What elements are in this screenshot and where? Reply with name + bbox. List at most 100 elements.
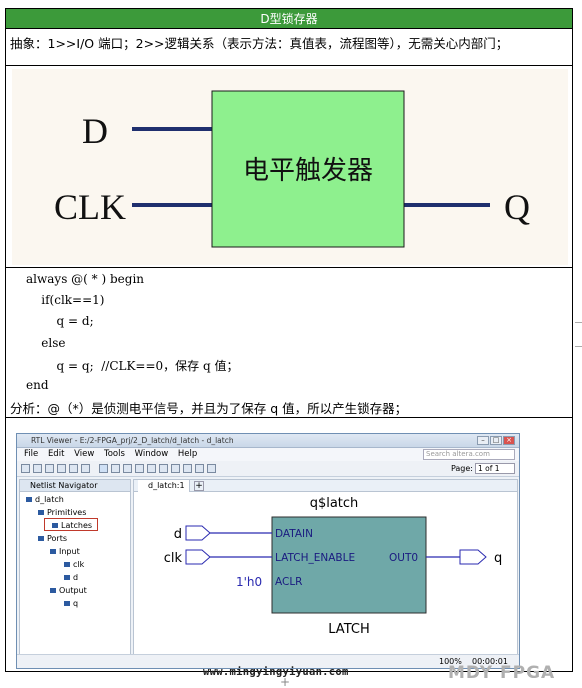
page-edge-mark bbox=[575, 322, 582, 323]
port-d-arrow[interactable] bbox=[185, 525, 211, 541]
pin-aclr: ACLR bbox=[275, 576, 302, 588]
forward-icon[interactable] bbox=[33, 464, 42, 473]
port-clk-arrow[interactable] bbox=[185, 549, 211, 565]
tree-output-q[interactable]: q bbox=[64, 599, 78, 608]
pan-icon[interactable] bbox=[123, 464, 132, 473]
block-label: 电平触发器 bbox=[243, 156, 373, 186]
pin-out0: OUT0 bbox=[389, 552, 418, 564]
add-tab-button[interactable]: + bbox=[194, 481, 204, 491]
tree-primitives[interactable]: Primitives bbox=[38, 508, 86, 517]
zoom-icon[interactable] bbox=[111, 464, 120, 473]
netlist-navigator-panel: Netlist Navigator d_latch Primitives Lat… bbox=[19, 479, 131, 655]
code-line: else bbox=[26, 336, 66, 350]
back-icon[interactable] bbox=[21, 464, 30, 473]
port-q-label: q bbox=[494, 551, 502, 566]
port-icon bbox=[64, 601, 70, 606]
tree-ports[interactable]: Ports bbox=[38, 534, 67, 543]
elapsed-time: 00:00:01 bbox=[472, 657, 508, 666]
menu-help[interactable]: Help bbox=[177, 449, 198, 459]
rtl-viewer-window: RTL Viewer - E:/2-FPGA_prj/2_D_latch/d_l… bbox=[16, 433, 520, 669]
folder-icon bbox=[26, 497, 32, 502]
close-button[interactable]: × bbox=[503, 436, 515, 445]
navigator-title: Netlist Navigator bbox=[20, 480, 130, 492]
page-label: Page: bbox=[450, 464, 473, 473]
analysis-text: 分析：@（*）是侦测电平信号，并且为了保存 q 值，所以产生锁存器； bbox=[10, 401, 408, 416]
rtl-window-title: RTL Viewer - E:/2-FPGA_prj/2_D_latch/d_l… bbox=[17, 434, 519, 448]
watermark-logo: MDY FPGA bbox=[448, 663, 556, 683]
page-select[interactable]: 1 of 1 bbox=[475, 463, 515, 474]
menu-file[interactable]: File bbox=[24, 449, 39, 459]
folder-icon bbox=[38, 536, 44, 541]
input-icon bbox=[50, 549, 56, 554]
menu-edit[interactable]: Edit bbox=[47, 449, 65, 459]
tree-input-label: Input bbox=[59, 547, 80, 556]
clk-label: CLK bbox=[54, 187, 126, 227]
hierarchy-icon[interactable] bbox=[135, 464, 144, 473]
trigger-block bbox=[211, 90, 405, 248]
binoculars-icon[interactable] bbox=[81, 464, 90, 473]
schematic-canvas[interactable]: d_latch:1 + q$latch d clk q 1'h0 DATAIN … bbox=[133, 479, 518, 655]
divider bbox=[6, 417, 572, 418]
menu-window[interactable]: Window bbox=[134, 449, 169, 459]
refresh-icon[interactable] bbox=[195, 464, 204, 473]
window-title-text: RTL Viewer - E:/2-FPGA_prj/2_D_latch/d_l… bbox=[31, 436, 234, 445]
crosshair-icon: + bbox=[280, 675, 291, 688]
minimize-button[interactable]: – bbox=[477, 436, 489, 445]
maximize-button[interactable]: □ bbox=[490, 436, 502, 445]
search-input[interactable]: Search altera.com bbox=[423, 449, 515, 460]
code-line: q = d; bbox=[26, 314, 94, 328]
port-d-label: d bbox=[174, 527, 182, 542]
status-bar: 100% 00:00:01 bbox=[17, 654, 519, 668]
zoom-level: 100% bbox=[439, 657, 462, 666]
divider bbox=[6, 267, 572, 268]
port-icon bbox=[64, 562, 70, 567]
tree-output-label: Output bbox=[59, 586, 87, 595]
tree-output-q-label: q bbox=[73, 599, 79, 608]
export-icon[interactable] bbox=[207, 464, 216, 473]
color-icon[interactable] bbox=[171, 464, 180, 473]
port-icon bbox=[64, 575, 70, 580]
port-q-arrow[interactable] bbox=[459, 549, 487, 565]
grid-icon[interactable] bbox=[57, 464, 66, 473]
page-title: D型锁存器 bbox=[6, 9, 572, 29]
page-edge-mark bbox=[575, 346, 582, 347]
tree-input-d[interactable]: d bbox=[64, 573, 78, 582]
arrow-icon[interactable] bbox=[147, 464, 156, 473]
footer-url: www.mingyingyiyuan.com bbox=[203, 666, 349, 678]
code-line: always @( * ) begin bbox=[26, 272, 145, 286]
code-line: q = q; //CLK==0，保存 q 值； bbox=[26, 359, 239, 373]
schematic-svg: q$latch d clk q 1'h0 DATAIN LATCH_ENABLE… bbox=[164, 496, 503, 637]
tree-output[interactable]: Output bbox=[50, 586, 87, 595]
tree-root[interactable]: d_latch bbox=[26, 495, 64, 504]
tab-bar: d_latch:1 + bbox=[134, 480, 517, 492]
tree-latches-label: Latches bbox=[61, 521, 93, 530]
latches-highlight bbox=[44, 518, 98, 531]
menu-bar: File Edit View Tools Window Help Search … bbox=[17, 448, 519, 461]
divider bbox=[6, 65, 572, 66]
output-icon bbox=[50, 588, 56, 593]
menu-tools[interactable]: Tools bbox=[103, 449, 125, 459]
pin-latch-enable: LATCH_ENABLE bbox=[275, 552, 355, 564]
flag-icon[interactable] bbox=[159, 464, 168, 473]
settings-icon[interactable] bbox=[183, 464, 192, 473]
select-icon[interactable] bbox=[99, 464, 108, 473]
folder-icon bbox=[38, 510, 44, 515]
const-label: 1'h0 bbox=[236, 575, 262, 589]
tree-input[interactable]: Input bbox=[50, 547, 80, 556]
pin-datain: DATAIN bbox=[275, 528, 313, 540]
tab-d-latch[interactable]: d_latch:1 bbox=[138, 480, 190, 492]
menu-view[interactable]: View bbox=[74, 449, 95, 459]
tree-latches[interactable]: Latches bbox=[52, 521, 92, 530]
d-label: D bbox=[82, 111, 108, 151]
diagram-svg: D CLK 电平触发器 Q bbox=[54, 90, 530, 248]
latch-document: D型锁存器 抽象：1>>I/O 端口；2>>逻辑关系（表示方法：真值表，流程图等… bbox=[5, 8, 573, 672]
filter-icon[interactable] bbox=[69, 464, 78, 473]
latch-block-diagram: D CLK 电平触发器 Q bbox=[12, 69, 568, 265]
fit-icon[interactable] bbox=[45, 464, 54, 473]
abstract-text: 抽象：1>>I/O 端口；2>>逻辑关系（表示方法：真值表，流程图等），无需关心… bbox=[10, 36, 509, 51]
code-line: end bbox=[26, 378, 49, 392]
tree-input-clk[interactable]: clk bbox=[64, 560, 84, 569]
q-label: Q bbox=[504, 187, 530, 227]
latch-cell[interactable] bbox=[271, 516, 427, 614]
instance-name: q$latch bbox=[310, 496, 359, 511]
